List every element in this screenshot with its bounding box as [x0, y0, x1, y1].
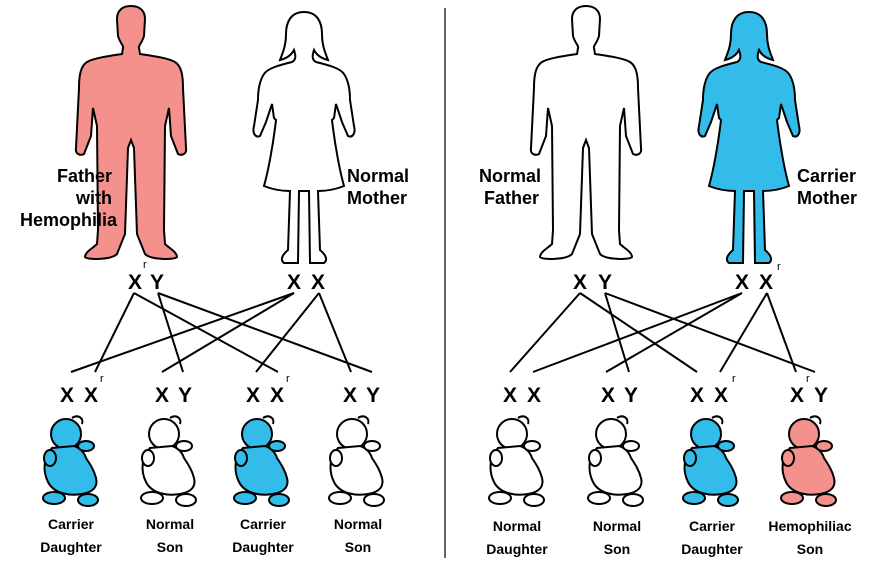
- child-label-line-1: Normal: [493, 518, 541, 534]
- father-mutant-mark: r: [143, 259, 147, 271]
- father-chromosome-x: X: [128, 271, 142, 294]
- child-label-line-2: Daughter: [681, 541, 743, 557]
- panel-2-parent-genotypes: X Y X X r: [573, 261, 781, 294]
- panel-1-child-1: Carrier Daughter: [40, 415, 102, 555]
- father-label-line-1: Normal: [479, 166, 541, 186]
- mother-chromosome-x-mutant: X: [759, 271, 773, 294]
- mother-label-line-1: Carrier: [797, 166, 856, 186]
- father-label-line-1: Father: [57, 166, 112, 186]
- baby-icon: [780, 415, 837, 507]
- child-1-mutant-mark: r: [100, 373, 104, 385]
- child-4-chromosome-y: Y: [814, 384, 828, 407]
- panel-2-child-2: Normal Son: [587, 415, 644, 557]
- father-chromosome-x: X: [573, 271, 587, 294]
- child-1-chromosome-x-mutant: X: [84, 384, 98, 407]
- mother-mutant-mark: r: [777, 261, 781, 273]
- baby-icon: [488, 415, 545, 507]
- child-label-line-2: Son: [157, 539, 183, 555]
- child-label-line-1: Normal: [334, 516, 382, 532]
- child-4-chromosome-y: Y: [366, 384, 380, 407]
- father-label-line-2: with: [75, 188, 112, 208]
- child-4-chromosome-x: X: [343, 384, 357, 407]
- father-chromosome-y: Y: [598, 271, 612, 294]
- child-1-chromosome-x-1: X: [503, 384, 517, 407]
- baby-icon: [328, 415, 385, 507]
- child-3-chromosome-x: X: [690, 384, 704, 407]
- panel-2-child-1: Normal Daughter: [486, 415, 548, 557]
- panel-2-child-4: Hemophiliac Son: [768, 415, 852, 557]
- child-label-line-1: Carrier: [240, 516, 286, 532]
- panel-1-inheritance-lines: [70, 292, 373, 373]
- child-4-chromosome-x-mutant: X: [790, 384, 804, 407]
- child-2-chromosome-y: Y: [178, 384, 192, 407]
- mother-label-line-2: Mother: [347, 188, 407, 208]
- mother-chromosome-x-1: X: [735, 271, 749, 294]
- panel-1-child-4: Normal Son: [328, 415, 385, 555]
- panel-2-father: Normal Father: [479, 5, 643, 260]
- baby-icon: [42, 415, 99, 507]
- child-label-line-2: Daughter: [486, 541, 548, 557]
- child-1-chromosome-x-2: X: [527, 384, 541, 407]
- child-2-chromosome-y: Y: [624, 384, 638, 407]
- woman-figure-icon: [697, 11, 801, 264]
- panel-1-child-3: Carrier Daughter: [232, 415, 294, 555]
- panel-2-child-genotypes: X X X Y X X r X r Y: [503, 373, 828, 407]
- child-label-line-1: Hemophiliac: [768, 518, 851, 534]
- child-3-mutant-mark: r: [732, 373, 736, 385]
- child-1-chromosome-x: X: [60, 384, 74, 407]
- child-3-mutant-mark: r: [286, 373, 290, 385]
- baby-icon: [233, 415, 290, 507]
- panel-1-child-2: Normal Son: [140, 415, 197, 555]
- panel-1: Father with Hemophilia Normal Mother X r…: [20, 5, 409, 555]
- panel-2-child-3: Carrier Daughter: [681, 415, 743, 557]
- panel-2: Normal Father Carrier Mother X Y X X r X: [479, 5, 857, 557]
- child-label-line-1: Carrier: [48, 516, 94, 532]
- baby-icon: [587, 415, 644, 507]
- mother-label-line-1: Normal: [347, 166, 409, 186]
- panel-1-mother: Normal Mother: [252, 11, 409, 264]
- baby-icon: [682, 415, 739, 507]
- man-figure-icon: [529, 5, 643, 260]
- child-label-line-1: Normal: [593, 518, 641, 534]
- child-2-chromosome-x: X: [155, 384, 169, 407]
- father-label-line-3: Hemophilia: [20, 210, 118, 230]
- child-3-chromosome-x-mutant: X: [270, 384, 284, 407]
- child-label-line-2: Son: [345, 539, 371, 555]
- panel-2-mother: Carrier Mother: [697, 11, 857, 264]
- child-label-line-2: Daughter: [40, 539, 102, 555]
- panel-1-children: Carrier Daughter Normal Son Carrier Daug…: [40, 415, 385, 555]
- panel-1-parent-genotypes: X r Y X X: [128, 259, 325, 294]
- child-label-line-2: Son: [604, 541, 630, 557]
- woman-figure-icon: [252, 11, 356, 264]
- mother-chromosome-x-1: X: [287, 271, 301, 294]
- child-4-mutant-mark: r: [806, 373, 810, 385]
- baby-icon: [140, 415, 197, 507]
- panel-2-inheritance-lines: [509, 292, 816, 373]
- child-3-chromosome-x-mutant: X: [714, 384, 728, 407]
- child-2-chromosome-x: X: [601, 384, 615, 407]
- child-label-line-1: Normal: [146, 516, 194, 532]
- panel-1-father: Father with Hemophilia: [20, 5, 188, 260]
- child-label-line-2: Son: [797, 541, 823, 557]
- child-3-chromosome-x: X: [246, 384, 260, 407]
- mother-label-line-2: Mother: [797, 188, 857, 208]
- panel-2-children: Normal Daughter Normal Son Carrier Daugh…: [486, 415, 852, 557]
- mother-chromosome-x-2: X: [311, 271, 325, 294]
- child-label-line-1: Carrier: [689, 518, 735, 534]
- father-label-line-2: Father: [484, 188, 539, 208]
- father-chromosome-y: Y: [150, 271, 164, 294]
- panel-1-child-genotypes: X X r X Y X X r X Y: [60, 373, 380, 407]
- child-label-line-2: Daughter: [232, 539, 294, 555]
